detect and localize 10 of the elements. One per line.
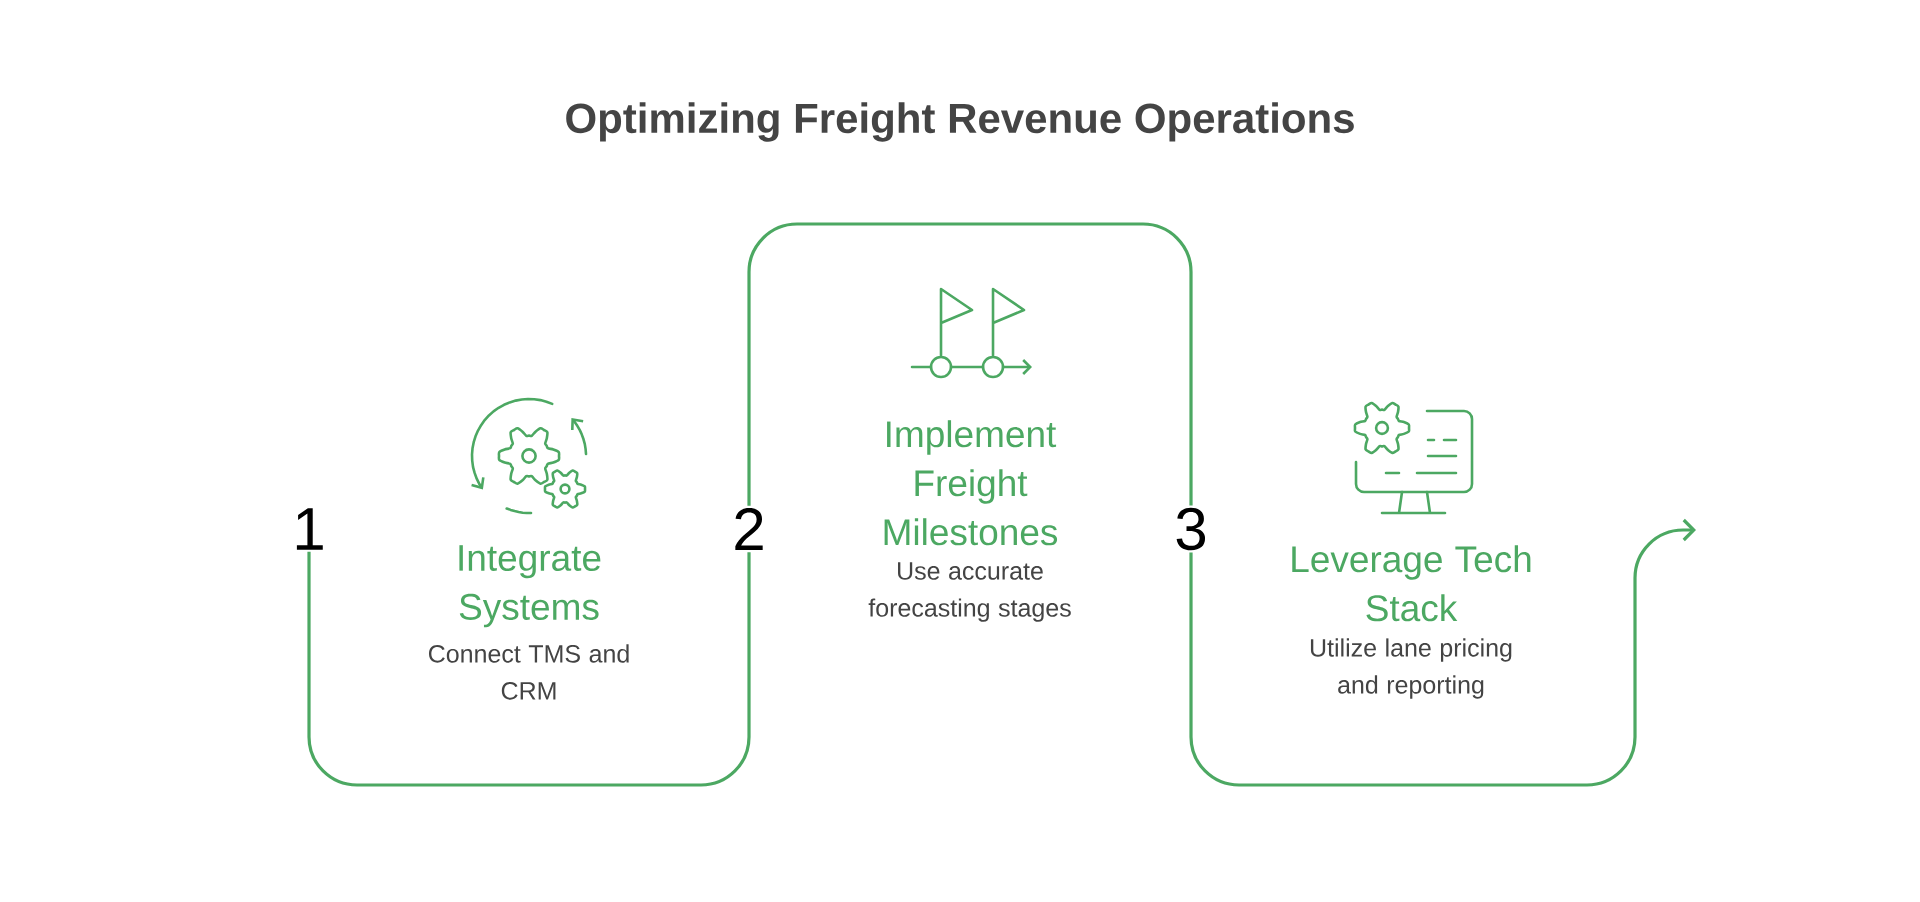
connector-line bbox=[747, 222, 1193, 506]
step-number: 2 bbox=[735, 508, 763, 550]
step-text: Implement Freight Milestones Use accurate forecasting stages bbox=[868, 420, 1071, 622]
step-text: Integrate Systems Connect TMS and CRM bbox=[429, 545, 629, 700]
connector-line bbox=[1189, 518, 1696, 787]
step-text: Leverage Tech Stack Utilize lane pricing and reporting bbox=[1292, 545, 1531, 699]
connector-line bbox=[307, 551, 751, 787]
title: Optimizing Freight Revenue Operations bbox=[566, 102, 1354, 142]
step-number: 1 bbox=[296, 508, 323, 550]
step-number: 3 bbox=[1176, 507, 1206, 551]
